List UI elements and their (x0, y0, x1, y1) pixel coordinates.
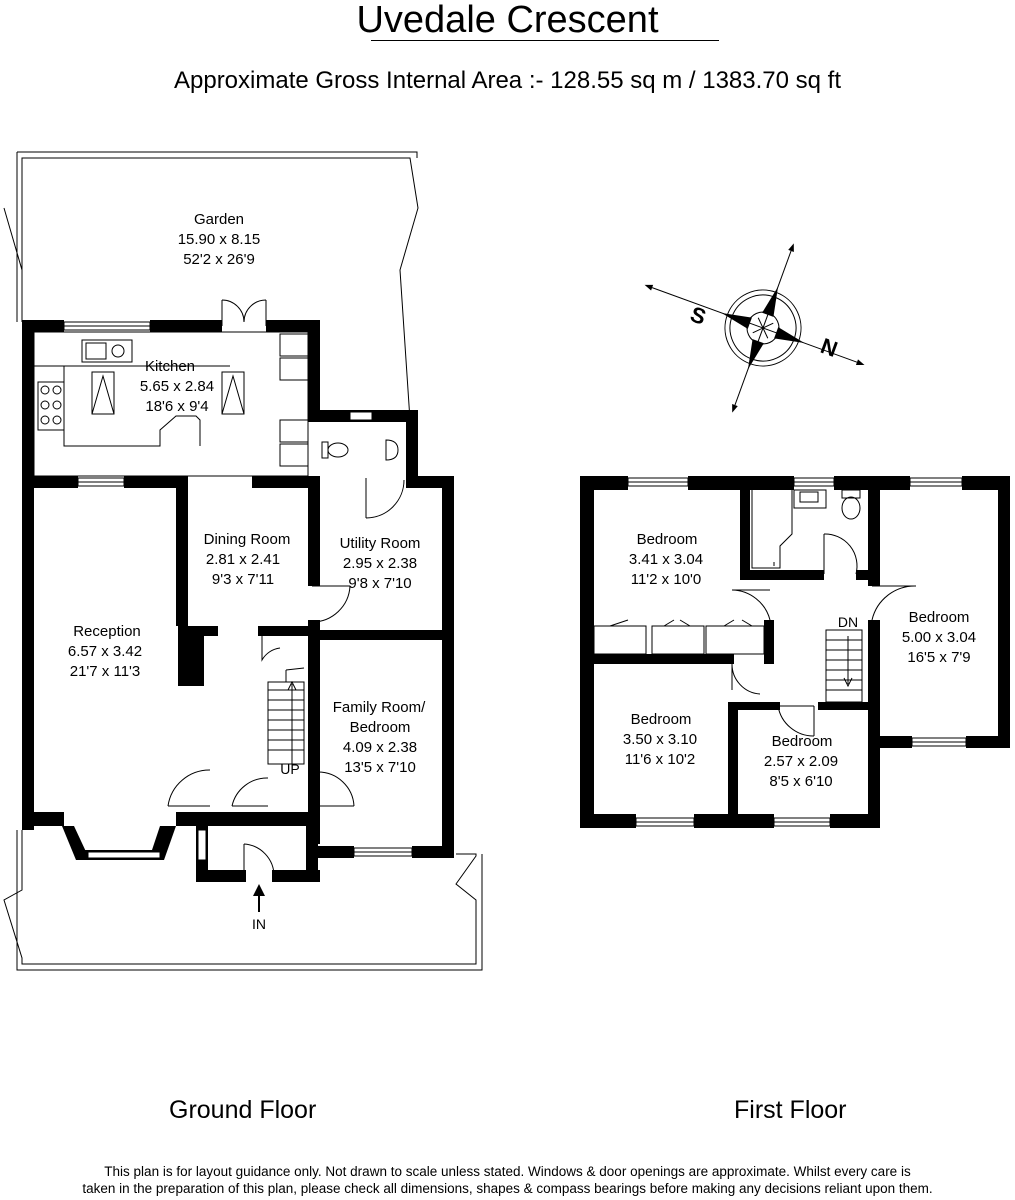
family-metric: 4.09 x 2.38 (343, 739, 417, 756)
disclaimer-line-2: taken in the preparation of this plan, p… (82, 1181, 933, 1196)
first-floor-label: First Floor (734, 1096, 847, 1124)
garden-name: Garden (194, 211, 244, 228)
first-floor-labels: Bedroom 3.41 x 3.04 11'2 x 10'0 Bedroom … (623, 531, 976, 790)
stairs-up-label: UP (280, 761, 299, 777)
bedroom4-name: Bedroom (772, 733, 833, 750)
reception-name: Reception (73, 623, 141, 640)
reception-imperial: 21'7 x 11'3 (70, 663, 141, 680)
kitchen-name: Kitchen (145, 358, 195, 375)
gross-internal-area: Approximate Gross Internal Area :- 128.5… (173, 67, 842, 94)
bedroom4-imperial: 8'5 x 6'10 (769, 773, 832, 790)
bedroom4-metric: 2.57 x 2.09 (764, 753, 838, 770)
ground-floor-label: Ground Floor (169, 1096, 317, 1124)
bedroom3-name: Bedroom (631, 711, 692, 728)
dining-name: Dining Room (204, 531, 291, 548)
dining-metric: 2.81 x 2.41 (206, 551, 280, 568)
kitchen-imperial: 18'6 x 9'4 (145, 398, 208, 415)
bedroom2-imperial: 16'5 x 7'9 (907, 649, 970, 666)
bedroom1-name: Bedroom (637, 531, 698, 548)
disclaimer-line-1: This plan is for layout guidance only. N… (104, 1164, 911, 1179)
ground-floor-doors (167, 299, 405, 877)
bedroom2-name: Bedroom (909, 609, 970, 626)
compass-rose (644, 243, 865, 413)
garden-metric: 15.90 x 8.15 (178, 231, 261, 248)
ground-floor-walls (22, 320, 454, 882)
garden-imperial: 52'2 x 26'9 (183, 251, 255, 268)
bedroom1-imperial: 11'2 x 10'0 (631, 571, 702, 588)
title-underline (371, 40, 719, 41)
ground-floor-stairs (267, 667, 305, 765)
ground-floor-labels: Garden 15.90 x 8.15 52'2 x 26'9 Kitchen … (68, 211, 426, 932)
garden-boundary (3, 151, 483, 971)
family-name-line1: Family Room/ (333, 699, 426, 716)
plan-title: Uvedale Crescent (356, 0, 659, 41)
first-floor-fittings (593, 489, 917, 737)
first-floor-windows (627, 477, 967, 827)
utility-imperial: 9'8 x 7'10 (348, 575, 411, 592)
family-name-line2: Bedroom (350, 719, 411, 736)
ground-floor-windows (63, 321, 413, 861)
utility-name: Utility Room (340, 535, 421, 552)
stairs-down-label: DN (838, 614, 858, 630)
kitchen-fittings (33, 331, 399, 477)
kitchen-metric: 5.65 x 2.84 (140, 378, 214, 395)
disclaimer: This plan is for layout guidance only. N… (0, 1163, 1015, 1197)
entrance-arrow (253, 884, 265, 912)
entrance-label: IN (252, 916, 266, 932)
first-floor-plan: Bedroom 3.41 x 3.04 11'2 x 10'0 Bedroom … (580, 476, 1010, 828)
utility-metric: 2.95 x 2.38 (343, 555, 417, 572)
ground-floor-plan: Garden 15.90 x 8.15 52'2 x 26'9 Kitchen … (3, 151, 483, 971)
reception-metric: 6.57 x 3.42 (68, 643, 142, 660)
compass-south: S (687, 301, 709, 330)
bedroom1-metric: 3.41 x 3.04 (629, 551, 703, 568)
family-imperial: 13'5 x 7'10 (344, 759, 416, 776)
first-floor-walls (580, 476, 1010, 828)
bedroom3-metric: 3.50 x 3.10 (623, 731, 697, 748)
dining-imperial: 9'3 x 7'11 (212, 571, 274, 588)
compass-north: N (817, 333, 840, 362)
bedroom2-metric: 5.00 x 3.04 (902, 629, 976, 646)
bedroom3-imperial: 11'6 x 10'2 (625, 751, 696, 768)
